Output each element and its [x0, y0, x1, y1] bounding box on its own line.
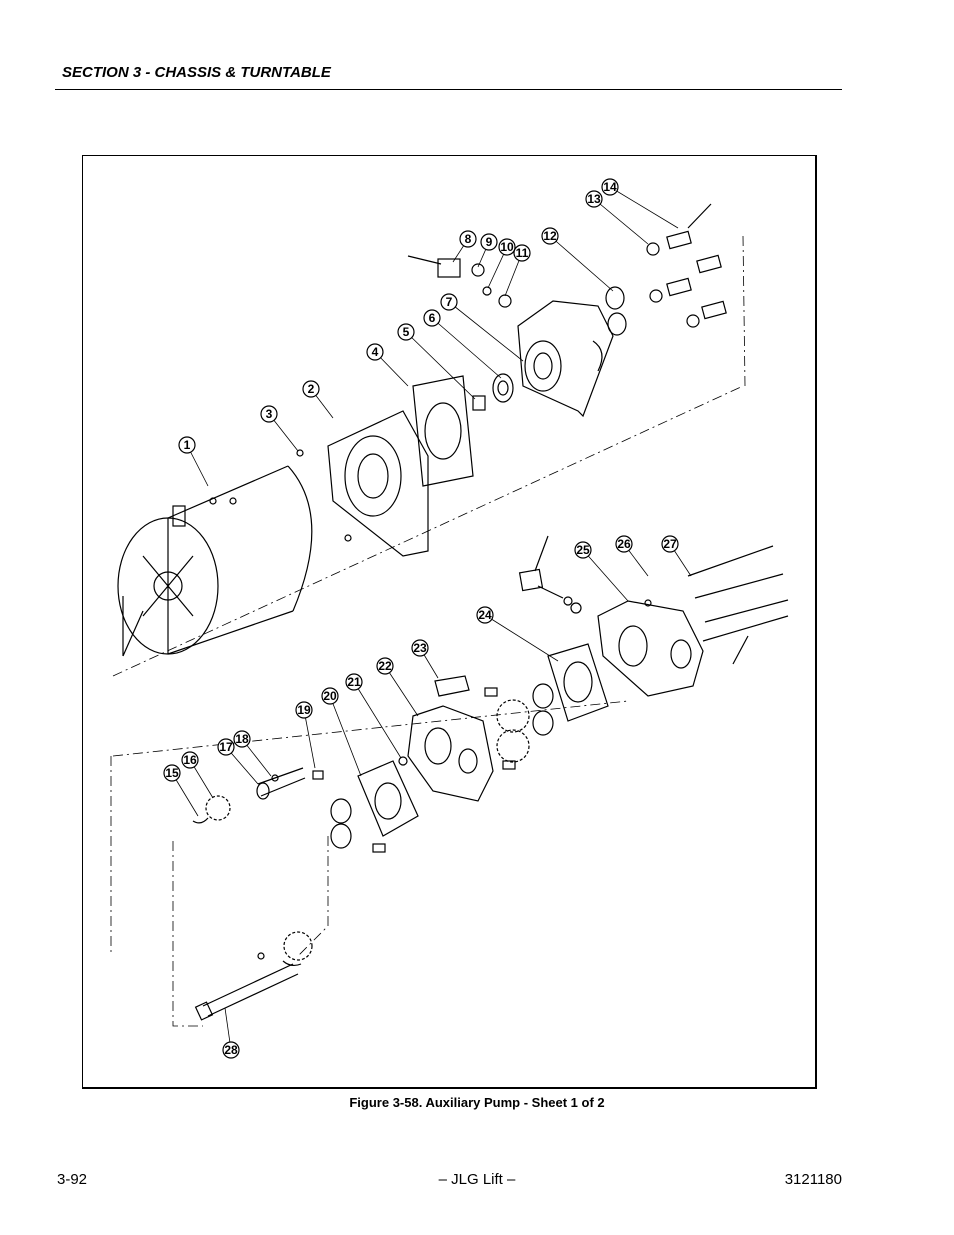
callout-circle: [661, 535, 679, 553]
callout-number-18: 18: [235, 732, 249, 746]
callout-number-7: 7: [446, 295, 453, 309]
callout-number-11: 11: [516, 246, 529, 260]
callout-number-20: 20: [323, 689, 337, 703]
page-number: 3-92: [57, 1171, 88, 1188]
figure-caption: Figure 3-58. Auxiliary Pump - Sheet 1 of…: [349, 1095, 605, 1110]
callout-number-1: 1: [184, 438, 191, 452]
callout-circle: [222, 1041, 240, 1059]
callout-number-23: 23: [413, 641, 427, 655]
header-rule: [55, 89, 842, 90]
section-header: SECTION 3 - CHASSIS & TURNTABLE: [62, 64, 331, 81]
callout-number-26: 26: [617, 537, 631, 551]
callout-circle: [397, 323, 415, 341]
callout-leader: [329, 695, 362, 777]
callout-circle: [302, 380, 320, 398]
callout-circle: [163, 764, 181, 782]
callout-circle: [366, 343, 384, 361]
callout-circle: [459, 230, 477, 248]
callout-circle: [601, 178, 619, 196]
callout-circle: [615, 535, 633, 553]
callout-circle: [321, 687, 339, 705]
callout-circle: [217, 738, 235, 756]
exploded-pump-diagram: 1234567891011121314151617181920212223242…: [110, 178, 789, 1059]
callout-circle: [233, 730, 251, 748]
callout-circle: [345, 673, 363, 691]
callout-number-14: 14: [603, 180, 617, 194]
callout-number-9: 9: [486, 235, 493, 249]
callout-circle: [480, 233, 498, 251]
callout-leader: [484, 614, 559, 662]
callout-circle: [260, 405, 278, 423]
callout-leader: [593, 198, 649, 245]
callout-number-24: 24: [478, 608, 492, 622]
callout-number-27: 27: [663, 537, 677, 551]
callout-leader: [353, 681, 402, 759]
callout-number-28: 28: [224, 1043, 238, 1057]
callout-number-2: 2: [308, 382, 315, 396]
callout-number-12: 12: [543, 229, 557, 243]
callout-leader: [609, 186, 679, 229]
callout-number-6: 6: [429, 311, 436, 325]
document-number: 3121180: [784, 1171, 842, 1188]
callout-circle: [585, 190, 603, 208]
footer-brand: – JLG Lift –: [438, 1171, 516, 1188]
callout-number-21: 21: [347, 675, 361, 689]
callout-number-19: 19: [297, 703, 311, 717]
callout-number-15: 15: [165, 766, 179, 780]
callout-number-4: 4: [372, 345, 379, 359]
callout-circle: [181, 751, 199, 769]
callout-number-8: 8: [465, 232, 472, 246]
callout-number-16: 16: [183, 753, 197, 767]
callout-leader: [303, 709, 316, 769]
callout-circle: [295, 701, 313, 719]
callout-leader: [405, 331, 476, 400]
callout-leader: [384, 665, 419, 717]
callout-circle: [513, 244, 531, 262]
callout-circle: [476, 606, 494, 624]
callout-number-10: 10: [500, 240, 514, 254]
callout-circle: [541, 227, 559, 245]
callout-number-22: 22: [378, 659, 392, 673]
callout-number-3: 3: [266, 407, 273, 421]
callout-leader: [549, 235, 614, 292]
callout-circle: [376, 657, 394, 675]
callout-number-17: 17: [219, 740, 233, 754]
callout-circle: [178, 436, 196, 454]
callout-number-13: 13: [587, 192, 601, 206]
callout-number-5: 5: [403, 325, 410, 339]
callout-leader: [431, 317, 502, 379]
callout-number-25: 25: [576, 543, 590, 557]
callout-circle: [423, 309, 441, 327]
callout-circle: [440, 293, 458, 311]
callout-circle: [574, 541, 592, 559]
callout-leader: [448, 301, 524, 362]
callout-circle: [411, 639, 429, 657]
callout-circle: [498, 238, 516, 256]
callout-leader: [582, 549, 629, 602]
